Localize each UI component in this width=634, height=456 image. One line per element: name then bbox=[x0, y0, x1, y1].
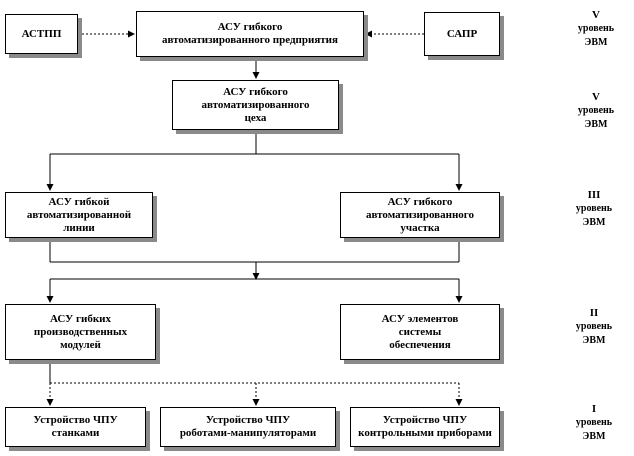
asu-workshop-box: АСУ гибкого автоматизированного цеха bbox=[172, 80, 339, 130]
level-label-1: I уровень ЭВМ bbox=[575, 403, 613, 442]
sapr-box: САПР bbox=[424, 12, 500, 56]
asu-section-box: АСУ гибкого автоматизированного участка bbox=[340, 192, 500, 238]
level-label-3: III уровень ЭВМ bbox=[575, 189, 613, 228]
asu-enterprise-box: АСУ гибкого автоматизированного предприя… bbox=[136, 11, 364, 57]
astpp-box: АСТПП bbox=[5, 14, 78, 54]
cnc-machines-box: Устройство ЧПУ станками bbox=[5, 407, 146, 447]
cnc-robots-box: Устройство ЧПУ роботами-манипуляторами bbox=[160, 407, 336, 447]
level-label-5: V уровень ЭВМ bbox=[577, 9, 615, 48]
cnc-instruments-box: Устройство ЧПУ контрольными приборами bbox=[350, 407, 500, 447]
asu-modules-box: АСУ гибких производственных модулей bbox=[5, 304, 156, 360]
level-label-2: II уровень ЭВМ bbox=[575, 307, 613, 346]
asu-line-box: АСУ гибкой автоматизированной линии bbox=[5, 192, 153, 238]
level-label-4: V уровень ЭВМ bbox=[577, 91, 615, 130]
asu-support-box: АСУ элементов системы обеспечения bbox=[340, 304, 500, 360]
